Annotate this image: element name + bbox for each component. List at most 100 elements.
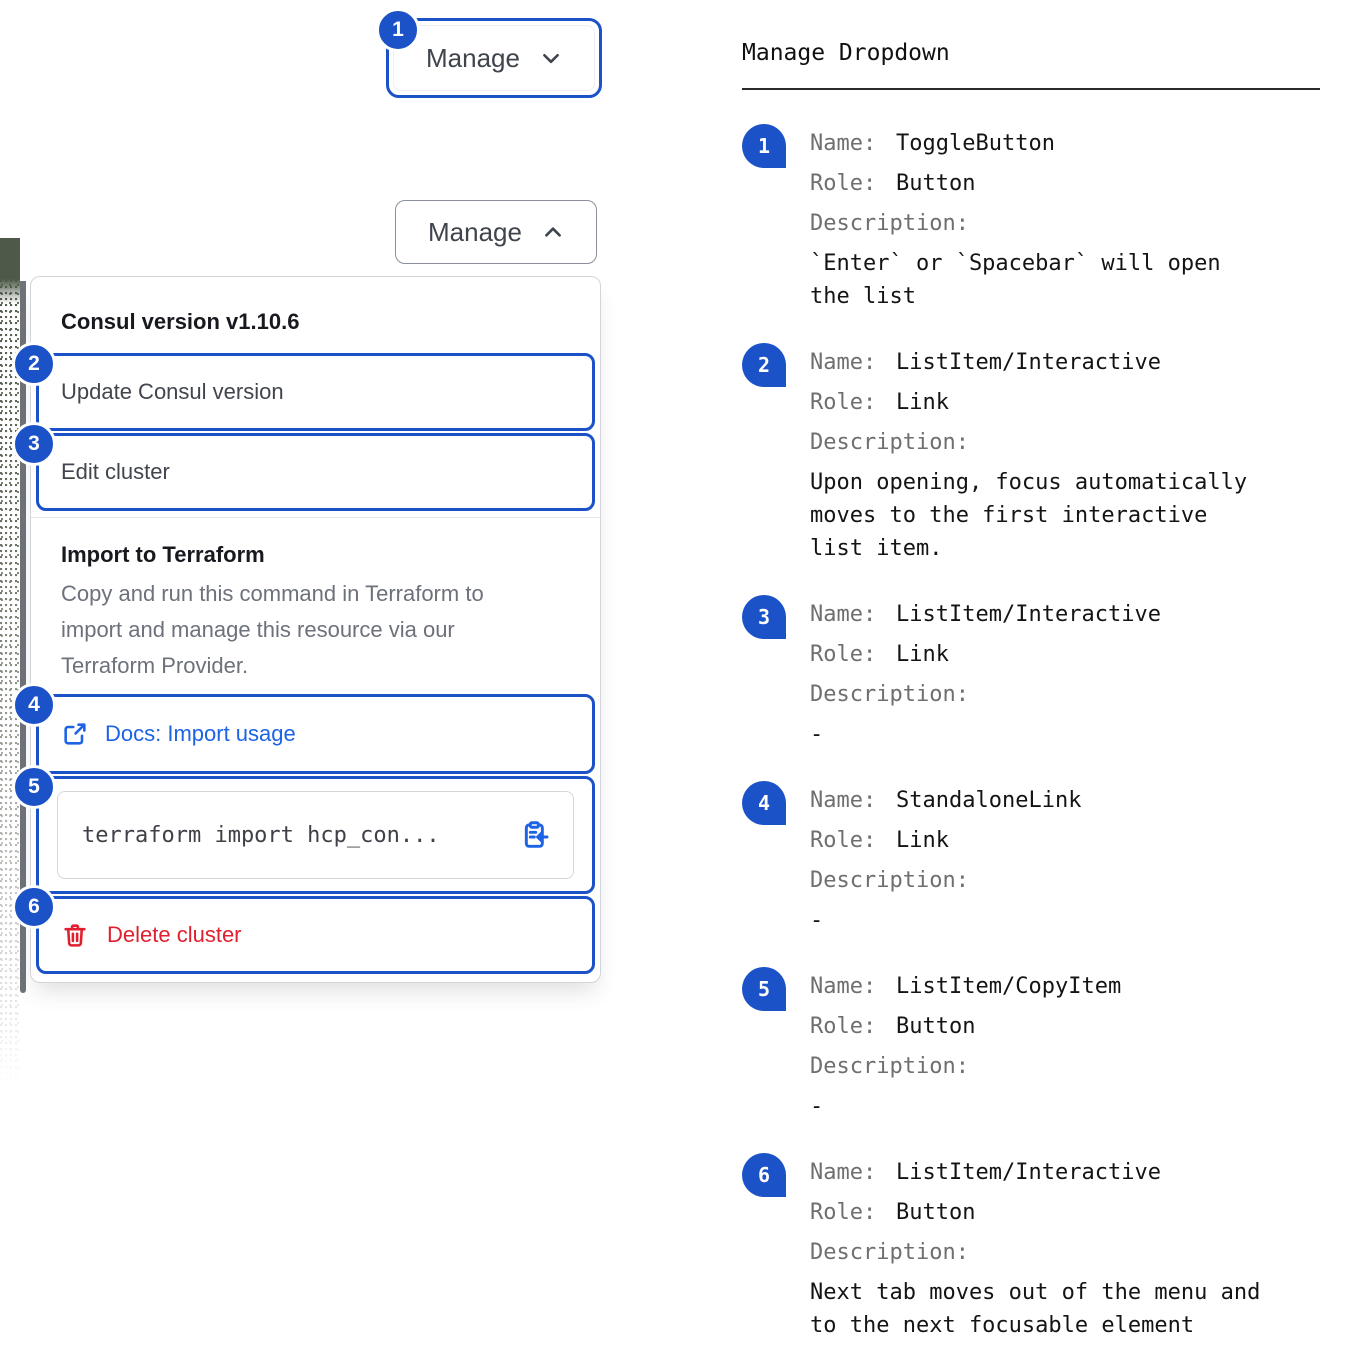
legend-badge-5: 5 (742, 967, 786, 1011)
legend-title: Manage Dropdown (742, 40, 950, 66)
name-value: ToggleButton (896, 131, 1055, 156)
menu-item-edit-cluster[interactable]: Edit cluster 3 (12, 422, 595, 511)
name-value: ListItem/Interactive (896, 1160, 1161, 1185)
annotation-badge-2-number: 2 (28, 352, 40, 375)
annotation-badge-4-number: 4 (28, 693, 40, 716)
manage-dropdown-menu: Consul version v1.10.6 Update Consul ver… (12, 276, 601, 983)
import-terraform-description: Copy and run this command in Terraform t… (61, 581, 484, 678)
annotation-badge-1-number: 1 (392, 18, 404, 41)
role-value: Link (896, 390, 950, 415)
legend-item-2: 2 Name: ListItem/Interactive Role: Link De… (742, 343, 1320, 565)
role-label: Role: (810, 390, 877, 415)
manage-toggle-button-open[interactable]: Manage (395, 200, 597, 264)
menu-item-delete-cluster[interactable]: Delete cluster 6 (12, 885, 595, 974)
legend-item-text: Name: StandaloneLink Role: Link Descriptio… (810, 781, 1320, 937)
description-label: Description: (810, 1240, 969, 1265)
trash-icon (61, 921, 89, 949)
legend-badge-6: 6 (742, 1153, 786, 1197)
import-terraform-header: Import to Terraform (61, 542, 265, 567)
description-label: Description: (810, 868, 969, 893)
description-value: Next tab moves out of the menu and to th… (810, 1280, 1261, 1338)
screenshot-edge-bar (20, 281, 26, 993)
name-label: Name: (810, 974, 877, 999)
legend-badge-4-number: 4 (757, 791, 771, 815)
legend-item-5: 5 Name: ListItem/CopyItem Role: Button Des… (742, 967, 1320, 1123)
clipboard-copy-icon[interactable] (519, 819, 551, 851)
annotation-badge-5-number: 5 (28, 775, 40, 798)
menu-item-update-consul-version[interactable]: Update Consul version 2 (12, 342, 595, 431)
legend-item-text: Name: ListItem/Interactive Role: Link Desc… (810, 343, 1320, 565)
annotation-badge-3: 3 (12, 422, 56, 466)
role-value: Button (896, 171, 976, 196)
external-link-icon (61, 720, 89, 748)
description-value: - (810, 1094, 824, 1119)
name-label: Name: (810, 788, 877, 813)
manage-toggle-button-focus-ring: Manage 1 (376, 8, 602, 98)
role-label: Role: (810, 1014, 877, 1039)
legend-items: 1 Name: ToggleButton Role: Button Descript… (742, 124, 1320, 1372)
annotation-badge-6-number: 6 (28, 895, 40, 918)
annotation-badge-5: 5 (12, 765, 56, 809)
screenshot-torn-edge-cap (0, 238, 20, 304)
legend-item-6: 6 Name:ListItem/Interactive Role:Button … (742, 1153, 1320, 1342)
role-label: Role: (810, 642, 877, 667)
annotation-badge-6: 6 (12, 885, 56, 929)
annotation-badge-2: 2 (12, 342, 56, 386)
menu-item-label: Edit cluster (61, 459, 170, 484)
menu-section-divider (31, 517, 600, 518)
legend-badge-3-number: 3 (757, 605, 771, 629)
terraform-command-text: terraform import hcp_con... (82, 822, 440, 848)
name-label: Name: (810, 602, 877, 627)
legend-item-text: Name:ToggleButton Role:Button Descriptio… (810, 124, 1320, 313)
legend-badge-4: 4 (742, 781, 786, 825)
name-value: StandaloneLink (896, 788, 1082, 813)
description-value: Upon opening, focus automatically moves … (810, 470, 1248, 561)
name-value: ListItem/CopyItem (896, 974, 1122, 999)
name-value: ListItem/Interactive (896, 602, 1161, 627)
chevron-up-icon (542, 221, 564, 243)
menu-item-label: Update Consul version (61, 379, 284, 404)
menu-item-docs-import-usage[interactable]: Docs: Import usage 4 (12, 683, 595, 774)
legend-item-4: 4 Name: StandaloneLink Role: Link Descript… (742, 781, 1320, 937)
menu-item-copy-terraform-command[interactable]: terraform import hcp_con... 5 (12, 765, 595, 894)
annotation-badge-4: 4 (12, 683, 56, 727)
annotation-badge-3-number: 3 (28, 432, 40, 455)
name-value: ListItem/Interactive (896, 350, 1161, 375)
legend-item-text: Name: ListItem/CopyItem Role: Button Descr… (810, 967, 1320, 1123)
legend-item-3: 3 Name: ListItem/Interactive Role: Link De… (742, 595, 1320, 751)
manage-button-label: Manage (428, 216, 522, 247)
role-value: Link (896, 828, 950, 853)
manage-toggle-button[interactable]: Manage (393, 25, 595, 91)
docs-link-label: Docs: Import usage (105, 721, 296, 746)
annotation-badge-1: 1 (376, 8, 420, 52)
legend-badge-2: 2 (742, 343, 786, 387)
role-label: Role: (810, 1200, 877, 1225)
role-value: Button (896, 1200, 976, 1225)
legend-badge-3: 3 (742, 595, 786, 639)
legend-badge-2-number: 2 (757, 353, 771, 377)
description-value: - (810, 722, 824, 747)
role-label: Role: (810, 171, 877, 196)
manage-button-label: Manage (426, 42, 520, 73)
name-label: Name: (810, 350, 877, 375)
legend-item-1: 1 Name:ToggleButton Role:Button Descript… (742, 124, 1320, 313)
description-label: Description: (810, 211, 969, 236)
role-value: Link (896, 642, 950, 667)
role-value: Button (896, 1014, 976, 1039)
terraform-command-field[interactable]: terraform import hcp_con... (57, 791, 574, 879)
legend-item-text: Name:ListItem/Interactive Role:Button De… (810, 1153, 1320, 1342)
chevron-down-icon (540, 47, 562, 69)
legend-badge-1-number: 1 (757, 134, 771, 158)
description-label: Description: (810, 1054, 969, 1079)
description-value: `Enter` or `Spacebar` will open the list (810, 251, 1221, 309)
legend-title-rule (742, 88, 1320, 90)
legend-badge-6-number: 6 (757, 1163, 771, 1187)
legend-badge-5-number: 5 (757, 977, 771, 1001)
description-label: Description: (810, 430, 969, 455)
legend-panel: Manage Dropdown 1 Name: ToggleButton Role… (742, 40, 1320, 1372)
legend-item-text: Name: ListItem/Interactive Role: Link Desc… (810, 595, 1320, 751)
role-label: Role: (810, 828, 877, 853)
consul-version-header: Consul version v1.10.6 (61, 309, 300, 334)
description-label: Description: (810, 682, 969, 707)
legend-badge-1: 1 (742, 124, 786, 168)
